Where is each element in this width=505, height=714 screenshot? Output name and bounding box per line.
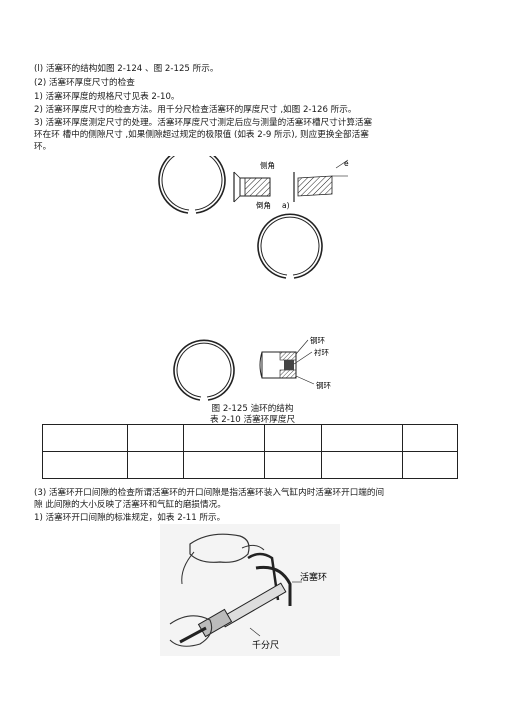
- paragraph-thickness-spec: 1) 活塞环厚度的规格尺寸见表 2-10。: [34, 92, 180, 102]
- paragraph-structure: (l) 活塞环的结构如图 2-124 、图 2-125 所示。: [34, 64, 219, 74]
- table-cell: [42, 424, 128, 452]
- paragraph-gap-check-1: (3) 活塞环开口间隙的检查所谓活塞环的开口间隙是指活塞环装入气缸内时活塞环开口…: [34, 488, 385, 498]
- thickness-table: [42, 424, 458, 479]
- paragraph-thickness-process-2: 环在环 槽中的侧隙尺寸 ,如果侧隙超过规定的极限值 (如表 2-9 所示), 则…: [34, 130, 369, 140]
- table-cell: [183, 424, 265, 452]
- paragraph-thickness-process-3: 环。: [34, 142, 52, 152]
- table-cell: [321, 451, 403, 479]
- table-cell: [402, 451, 458, 479]
- label-chamfer: 倒角: [256, 200, 271, 210]
- table-cell: [402, 424, 458, 452]
- table-cell: [42, 451, 128, 479]
- figure-micrometer-measurement: 活塞环 千分尺: [160, 524, 340, 656]
- piston-ring-drawing-2: [257, 213, 323, 279]
- oil-ring-cross-section: [259, 339, 315, 385]
- table-cell: [264, 424, 322, 452]
- label-e: e: [344, 159, 349, 168]
- label-liner-ring: 衬环: [314, 347, 329, 357]
- micrometer-drawing: [179, 565, 292, 644]
- piston-ring-under-test: [247, 552, 280, 601]
- label-a: a): [282, 201, 290, 210]
- table-cell: [321, 424, 403, 452]
- table-cell: [264, 451, 322, 479]
- paragraph-gap-check-2: 隙 此间隙的大小反映了活塞环和气缸的磨损情况。: [34, 500, 226, 510]
- figure-oil-ring-structure: 钢环 衬环 钢环: [173, 335, 331, 401]
- table-caption-2-10: 表 2-10 活塞环厚度尺: [209, 415, 296, 425]
- ring-cross-section-a: [233, 171, 271, 203]
- table-row: [42, 451, 458, 479]
- table-cell: [127, 424, 184, 452]
- paragraph-thickness-check-heading: (2) 活塞环厚度尺寸的检查: [34, 78, 135, 88]
- paragraph-gap-standard: 1) 活塞环开口间隙的标准规定，如表 2-11 所示。: [34, 513, 226, 523]
- figure-caption-2-125: 图 2-125 油环的结构: [211, 404, 294, 414]
- hand-drawing: [189, 533, 250, 563]
- ring-cross-section-b: [293, 159, 349, 202]
- piston-ring-drawing-1: [158, 156, 226, 214]
- oil-ring-drawing: [173, 339, 235, 401]
- table-cell: [183, 451, 265, 479]
- paragraph-thickness-process-1: 3) 活塞环厚度测定尺寸的处理。活塞环厚度尺寸测定后应与测量的活塞环槽尺寸计算活…: [34, 118, 373, 128]
- table-row: [42, 424, 458, 452]
- table-cell: [127, 451, 184, 479]
- label-steel-ring-top: 钢环: [310, 335, 325, 345]
- label-micrometer: 千分尺: [252, 640, 279, 651]
- label-piston-ring: 活塞环: [300, 571, 327, 583]
- figure-piston-ring-structure: 侧角 倒角 a) e: [158, 156, 349, 279]
- label-steel-ring-bottom: 钢环: [316, 380, 331, 390]
- paragraph-thickness-method: 2) 活塞环厚度尺寸的检查方法。用千分尺检查活塞环的厚度尺寸 ,如图 2-126…: [34, 105, 357, 115]
- label-side-angle: 侧角: [260, 160, 275, 170]
